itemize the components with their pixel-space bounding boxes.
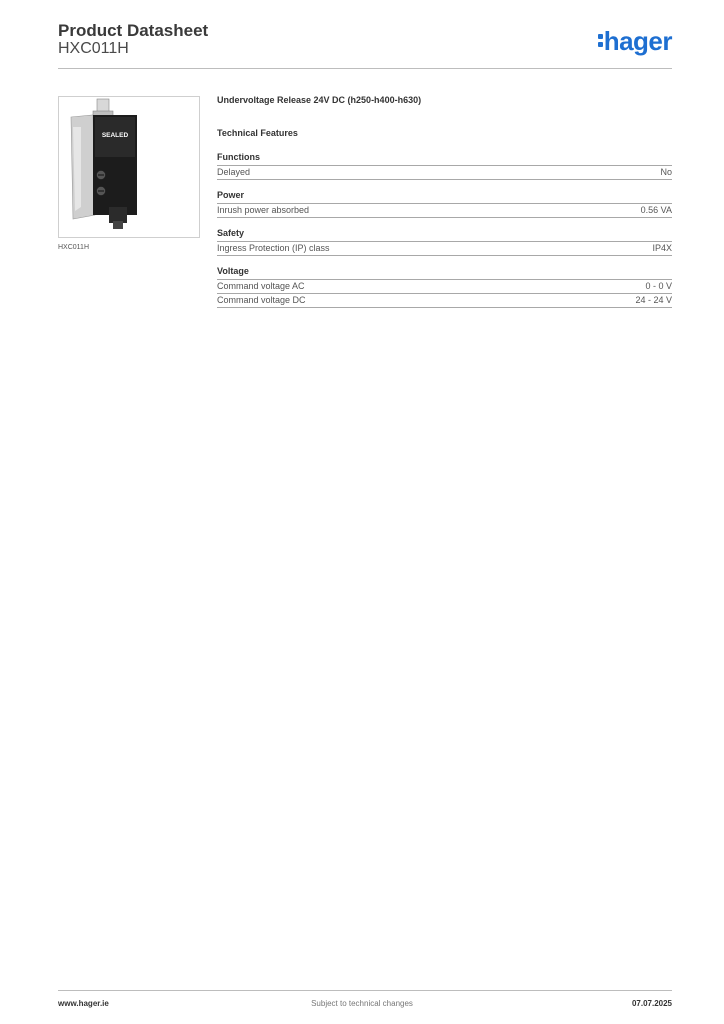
- sealed-label: SEALED: [102, 132, 129, 139]
- feature-value: 0 - 0 V: [645, 281, 672, 291]
- technical-features-heading: Technical Features: [217, 128, 298, 138]
- document-date: 07.07.2025: [631, 999, 672, 1008]
- feature-row: Command voltage AC 0 - 0 V: [217, 280, 672, 294]
- feature-label: Command voltage DC: [217, 295, 306, 305]
- product-name: Undervoltage Release 24V DC (h250-h400-h…: [217, 95, 422, 105]
- group-title: Power: [217, 190, 672, 204]
- feature-group-safety: Safety Ingress Protection (IP) class IP4…: [217, 228, 672, 256]
- group-title: Safety: [217, 228, 672, 242]
- feature-value: No: [660, 167, 672, 177]
- website-link[interactable]: www.hager.ie: [58, 999, 109, 1008]
- feature-row: Command voltage DC 24 - 24 V: [217, 294, 672, 308]
- product-image: SEALED: [58, 96, 200, 238]
- footer-divider: [58, 990, 672, 991]
- feature-row: Inrush power absorbed 0.56 VA: [217, 204, 672, 218]
- datasheet-content: Undervoltage Release 24V DC (h250-h400-h…: [217, 95, 672, 308]
- feature-value: 24 - 24 V: [635, 295, 672, 305]
- group-title: Voltage: [217, 266, 672, 280]
- hager-logo: hager: [597, 26, 673, 56]
- feature-group-voltage: Voltage Command voltage AC 0 - 0 V Comma…: [217, 266, 672, 308]
- page-title: Product Datasheet: [58, 21, 209, 40]
- group-title: Functions: [217, 152, 672, 166]
- feature-row: Ingress Protection (IP) class IP4X: [217, 242, 672, 256]
- feature-label: Command voltage AC: [217, 281, 305, 291]
- feature-row: Delayed No: [217, 166, 672, 180]
- product-illustration: SEALED: [70, 98, 137, 229]
- feature-label: Delayed: [217, 167, 251, 177]
- feature-value: 0.56 VA: [640, 205, 672, 215]
- product-reference: HXC011H: [58, 40, 129, 57]
- image-caption: HXC011H: [58, 244, 89, 251]
- feature-group-power: Power Inrush power absorbed 0.56 VA: [217, 190, 672, 218]
- feature-value: IP4X: [652, 243, 672, 253]
- header-divider: [58, 68, 672, 69]
- feature-label: Inrush power absorbed: [217, 205, 310, 215]
- disclaimer-text: Subject to technical changes: [311, 999, 413, 1008]
- feature-label: Ingress Protection (IP) class: [217, 243, 330, 253]
- feature-group-functions: Functions Delayed No: [217, 152, 672, 180]
